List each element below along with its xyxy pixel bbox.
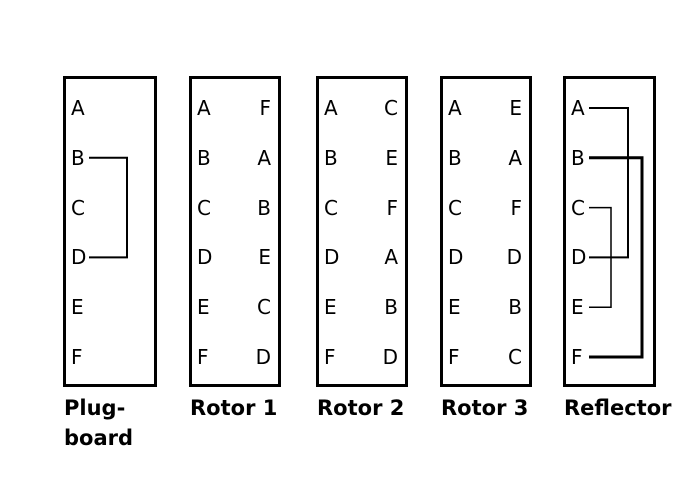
wire-A-D [589, 107, 629, 259]
contact-letter-left: A [448, 96, 462, 120]
contact-letter-left: F [197, 345, 209, 369]
rotor-1-label: Rotor 1 [190, 396, 278, 420]
wire-B-F [589, 156, 644, 359]
contact-letter-right: D [255, 345, 271, 369]
rotor-3-label: Rotor 3 [441, 396, 529, 420]
contact-letter-left: A [71, 96, 85, 120]
contact-letter-right: E [258, 245, 271, 270]
contact-letter-left: E [197, 295, 210, 320]
plugboard-label-line1: Plug- [64, 396, 126, 420]
contact-letter-left: A [571, 96, 585, 120]
contact-letter-left: C [571, 195, 585, 220]
contact-letter-left: F [324, 345, 336, 369]
rotor-2-label: Rotor 2 [317, 396, 405, 420]
contact-letter-right: F [386, 195, 398, 220]
contact-letter-left: F [571, 345, 583, 369]
contact-letter-right: B [508, 295, 522, 320]
contact-letter-left: C [197, 195, 211, 220]
contact-letter-right: C [508, 345, 522, 369]
contact-letter-right: C [257, 295, 271, 320]
plugboard-label: Plug- board [64, 393, 133, 453]
contact-letter-left: D [571, 245, 587, 270]
contact-letter-left: C [448, 195, 462, 220]
contact-letter-left: F [448, 345, 460, 369]
wire-C-E [589, 206, 612, 308]
wiring-connection-lines [89, 156, 128, 259]
contact-letter-right: E [509, 96, 522, 120]
contact-letter-left: D [197, 245, 213, 270]
contact-letter-left: D [71, 245, 87, 270]
contact-letter-left: B [571, 145, 585, 170]
contact-letter-left: B [197, 145, 211, 170]
contact-letter-right: E [385, 145, 398, 170]
contact-letter-left: B [324, 145, 338, 170]
contact-letter-left: D [324, 245, 340, 270]
contact-letter-left: E [324, 295, 337, 320]
contact-letter-left: E [571, 295, 584, 320]
contact-letter-left: B [448, 145, 462, 170]
contact-letter-left: B [71, 145, 85, 170]
wire-B-D [89, 156, 128, 259]
contact-letter-left: D [448, 245, 464, 270]
contact-letter-left: E [71, 295, 84, 320]
contact-letter-left: F [71, 345, 83, 369]
contact-letter-right: A [384, 245, 398, 270]
contact-letter-right: C [384, 96, 398, 120]
wiring-connection-lines [589, 107, 644, 359]
contact-letter-left: A [197, 96, 211, 120]
plugboard-label-line2: board [64, 426, 134, 450]
contact-letter-left: C [324, 195, 338, 220]
contact-letter-right: F [259, 96, 271, 120]
contact-letter-right: A [257, 145, 271, 170]
contact-letter-right: D [382, 345, 398, 369]
contact-letter-right: B [257, 195, 271, 220]
contact-letter-right: A [508, 145, 522, 170]
contact-letter-left: A [324, 96, 338, 120]
contact-letter-right: F [510, 195, 522, 220]
contact-letter-left: E [448, 295, 461, 320]
reflector-label: Reflector [564, 396, 672, 420]
contact-letter-right: B [384, 295, 398, 320]
contact-letter-left: C [71, 195, 85, 220]
contact-letter-right: D [506, 245, 522, 270]
